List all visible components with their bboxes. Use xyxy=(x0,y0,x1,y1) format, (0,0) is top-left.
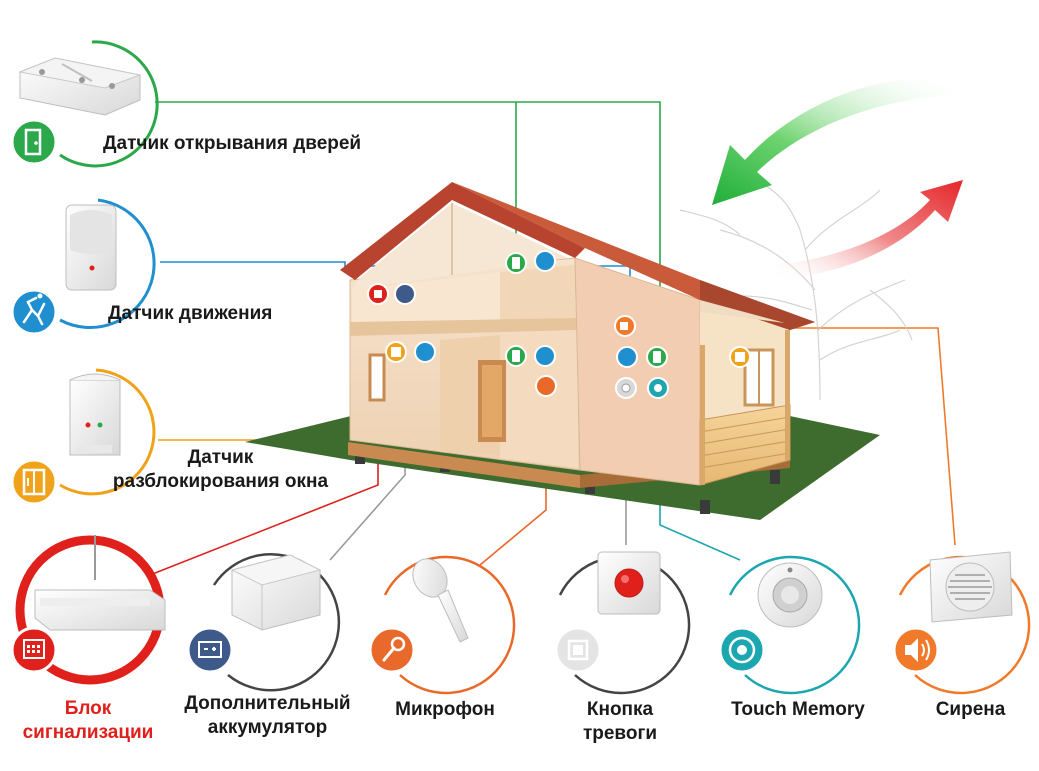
marker-motion-1 xyxy=(534,250,556,272)
door-icon xyxy=(10,118,58,166)
marker-motion-3 xyxy=(534,345,556,367)
control-unit-node[interactable] xyxy=(10,535,166,685)
battery-label: Дополнительный аккумулятор xyxy=(175,692,360,740)
control-unit-label-line1: Блок xyxy=(64,698,112,719)
control-unit-label: Блок сигнализации xyxy=(8,697,168,745)
alarm-button-label: Кнопка тревоги xyxy=(560,698,680,746)
marker-motion-4 xyxy=(616,346,638,368)
motion-sensor-image xyxy=(65,204,117,291)
alarm-button-label-line1: Кнопка xyxy=(586,699,654,720)
battery-node[interactable] xyxy=(186,552,341,692)
marker-motion-2 xyxy=(414,341,436,363)
touch-memory-node[interactable] xyxy=(718,555,861,695)
siren-node[interactable] xyxy=(892,551,1031,695)
battery-label-line2: аккумулятор xyxy=(207,717,328,738)
motion-sensor-node[interactable] xyxy=(10,198,156,336)
control-unit-image xyxy=(34,535,166,631)
siren-label: Сирена xyxy=(935,699,1006,720)
house-right-wall xyxy=(574,257,701,486)
microphone-image xyxy=(412,558,469,643)
window-sensor-label-line1: Датчик xyxy=(187,447,254,468)
touch-memory-image xyxy=(757,562,823,628)
marker-microphone xyxy=(535,375,557,397)
marker-battery xyxy=(394,283,416,305)
house-markers xyxy=(367,250,751,399)
door-sensor-node[interactable] xyxy=(10,40,159,168)
battery-image xyxy=(230,554,322,631)
roof-gable xyxy=(340,182,585,280)
door-sensor-label: Датчик открывания дверей xyxy=(103,133,362,154)
battery-label-line1: Дополнительный xyxy=(184,693,351,714)
alarm-button-node[interactable] xyxy=(554,551,691,695)
house xyxy=(245,182,880,520)
door-sensor-image xyxy=(18,57,142,116)
siren-image xyxy=(929,551,1013,623)
alarm-button-image xyxy=(597,551,661,615)
microphone-label: Микрофон xyxy=(395,699,495,720)
arrow-outgoing xyxy=(775,180,963,280)
window-sensor-image xyxy=(69,373,121,456)
window-sensor-node[interactable] xyxy=(10,368,156,506)
control-unit-label-line2: сигнализации xyxy=(22,722,154,743)
veranda-siding xyxy=(699,404,791,486)
tree xyxy=(679,184,913,401)
motion-sensor-label: Датчик движения xyxy=(108,303,273,324)
window-sensor-label: Датчик разблокирования окна xyxy=(108,446,333,494)
microphone-node[interactable] xyxy=(368,553,516,695)
alarm-button-label-line2: тревоги xyxy=(582,723,658,744)
battery-icon xyxy=(186,626,234,674)
arrow-incoming xyxy=(712,78,955,205)
touch-memory-label: Touch Memory xyxy=(731,699,865,720)
window-sensor-label-line2: разблокирования окна xyxy=(112,471,329,492)
